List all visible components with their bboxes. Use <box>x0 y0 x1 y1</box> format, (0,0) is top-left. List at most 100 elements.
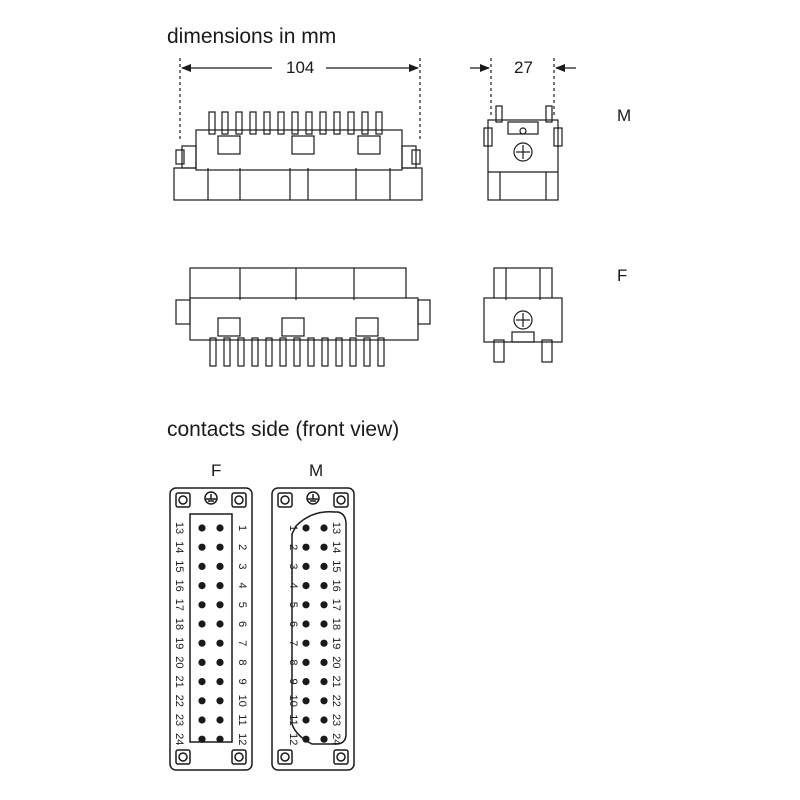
female-inner-contact-number: 8 <box>236 659 248 665</box>
male-inner-contact-number: 16 <box>330 579 342 591</box>
contacts-layer: 1314151617181920212223241234567891011121… <box>173 522 342 745</box>
female-face-label: F <box>211 461 222 480</box>
female-contact-dot <box>216 697 224 705</box>
male-inner-contact-number: 20 <box>330 656 342 668</box>
male-inner-contact-number: 15 <box>330 560 342 572</box>
female-end-screw-icon <box>513 310 533 330</box>
female-contact-dot <box>216 678 224 686</box>
female-contact-dot <box>198 716 206 724</box>
male-variant-label: M <box>617 106 632 125</box>
male-outer-contact-number: 3 <box>287 563 299 569</box>
male-contact-dot <box>302 716 310 724</box>
dimensions-heading: dimensions in mm <box>167 25 337 48</box>
male-contact-dot <box>320 639 328 647</box>
female-outer-contact-number: 21 <box>173 675 185 687</box>
female-contact-dot <box>216 658 224 667</box>
male-outer-contact-number: 1 <box>287 525 299 531</box>
female-contact-dot <box>216 716 224 724</box>
female-outer-contact-number: 18 <box>173 618 185 630</box>
female-outer-contact-number: 13 <box>173 522 185 534</box>
female-contact-dot <box>198 639 206 647</box>
female-insert-side-view <box>175 267 431 367</box>
female-contact-dot <box>216 582 224 590</box>
male-ground-icon <box>306 491 320 505</box>
male-outer-contact-number: 9 <box>287 679 299 685</box>
female-contact-dot <box>198 620 206 628</box>
length-dimension-line <box>179 58 421 140</box>
female-outer-contact-number: 16 <box>173 579 185 591</box>
male-contact-dot <box>320 562 328 571</box>
male-contact-dot <box>302 658 310 667</box>
male-contact-dot <box>320 716 328 724</box>
female-variant-label: F <box>617 266 628 285</box>
male-end-screw-icon <box>513 142 533 162</box>
male-outer-contact-number: 11 <box>287 714 299 725</box>
male-outer-contact-number: 6 <box>287 621 299 627</box>
male-contact-dot <box>320 582 328 590</box>
male-contact-dot <box>320 658 328 667</box>
female-contact-dot <box>198 697 206 705</box>
female-inner-contact-number: 3 <box>236 563 248 569</box>
male-contact-dot <box>302 620 310 628</box>
female-contact-dot <box>198 601 206 609</box>
female-inner-contact-number: 4 <box>236 583 248 589</box>
male-contact-dot <box>320 524 328 532</box>
male-inner-contact-number: 18 <box>330 618 342 630</box>
female-outer-contact-number: 17 <box>173 599 185 611</box>
male-contact-dot <box>320 735 328 743</box>
female-inner-contact-number: 11 <box>236 714 248 725</box>
male-outer-contact-number: 5 <box>287 602 299 608</box>
female-contact-dot <box>216 562 224 571</box>
female-inner-contact-number: 1 <box>236 525 248 531</box>
male-outer-contact-number: 8 <box>287 659 299 665</box>
female-inner-contact-number: 5 <box>236 602 248 608</box>
female-inner-contact-number: 2 <box>236 544 248 550</box>
female-outer-contact-number: 24 <box>173 733 185 745</box>
female-contact-face <box>169 487 253 771</box>
male-inner-contact-number: 19 <box>330 637 342 649</box>
female-outer-contact-number: 15 <box>173 560 185 572</box>
female-contact-dot <box>216 543 224 551</box>
female-inner-contact-number: 7 <box>236 640 248 646</box>
female-insert-end-view <box>483 267 563 363</box>
male-contact-dot <box>320 620 328 628</box>
female-inner-contact-number: 6 <box>236 621 248 627</box>
female-contact-dot <box>198 735 206 743</box>
female-outer-contact-number: 23 <box>173 714 185 726</box>
width-dimension-label: 27 <box>514 58 533 77</box>
male-inner-contact-number: 17 <box>330 599 342 611</box>
male-insert-side-view <box>173 111 423 201</box>
male-inner-contact-number: 13 <box>330 522 342 534</box>
female-outer-contact-number: 22 <box>173 695 185 707</box>
male-contact-dot <box>302 524 310 532</box>
female-contact-dot <box>216 601 224 609</box>
length-dimension-label: 104 <box>286 58 315 77</box>
female-contact-dot <box>216 639 224 647</box>
female-contact-dot <box>198 524 206 532</box>
female-contact-dot <box>216 620 224 628</box>
female-contact-dot <box>198 658 206 667</box>
male-contact-dot <box>320 543 328 551</box>
male-outer-contact-number: 2 <box>287 544 299 550</box>
male-contact-dot <box>320 678 328 686</box>
male-outer-contact-number: 7 <box>287 640 299 646</box>
male-contact-dot <box>302 562 310 571</box>
male-inner-contact-number: 23 <box>330 714 342 726</box>
male-inner-contact-number: 24 <box>330 733 342 745</box>
male-insert-end-view <box>483 105 563 201</box>
male-inner-contact-number: 22 <box>330 695 342 707</box>
female-contact-dot <box>198 562 206 571</box>
female-inner-contact-number: 12 <box>236 733 248 745</box>
male-contact-dot <box>302 735 310 743</box>
female-contact-dot <box>198 678 206 686</box>
male-outer-contact-number: 4 <box>287 583 299 589</box>
male-outer-contact-number: 12 <box>287 733 299 745</box>
width-dimension-line <box>470 58 576 115</box>
female-outer-contact-number: 14 <box>173 541 185 553</box>
male-contact-dot <box>302 582 310 590</box>
male-inner-contact-number: 21 <box>330 675 342 687</box>
female-contact-dot <box>216 735 224 743</box>
male-contact-dot <box>320 601 328 609</box>
male-contact-dot <box>302 543 310 551</box>
